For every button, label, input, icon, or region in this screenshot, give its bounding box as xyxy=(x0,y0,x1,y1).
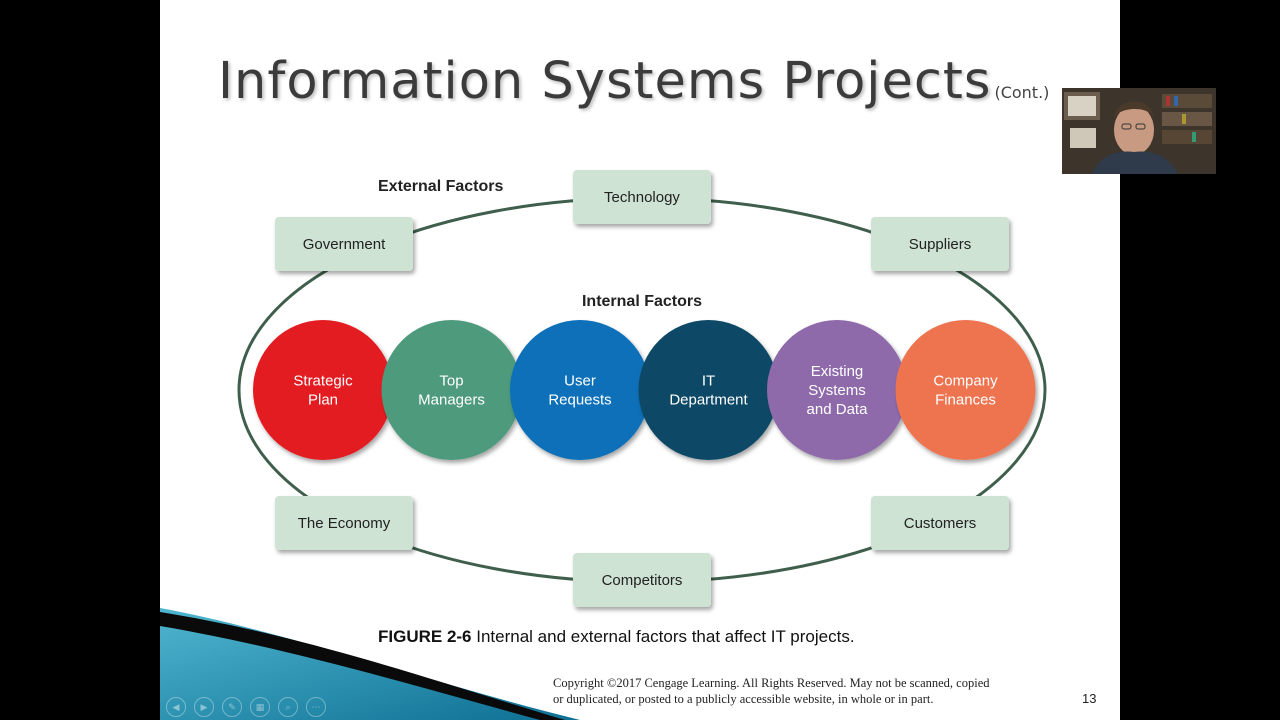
internal-factor-label: Department xyxy=(669,392,748,409)
internal-factor-circle xyxy=(638,320,779,460)
external-factor-label: The Economy xyxy=(298,515,391,532)
internal-factor-label: Company xyxy=(933,373,998,390)
internal-factor-label: Systems xyxy=(808,382,866,399)
internal-factor-label: User xyxy=(564,373,596,390)
external-factor-box xyxy=(573,170,711,224)
pen-icon[interactable]: ✎ xyxy=(222,697,242,717)
internal-factor-label: Top xyxy=(439,373,463,390)
external-factor-box xyxy=(871,217,1009,271)
prev-icon[interactable]: ◀ xyxy=(166,697,186,717)
external-factor-2: Suppliers xyxy=(871,217,1009,271)
external-factor-label: Competitors xyxy=(602,572,683,589)
external-factor-box xyxy=(871,496,1009,550)
internal-factor-label: Plan xyxy=(308,392,338,409)
figure-label: FIGURE 2-6 xyxy=(378,627,472,646)
slides-icon[interactable]: ▦ xyxy=(250,697,270,717)
external-factor-0: Technology xyxy=(573,170,711,224)
figure-caption-text: Internal and external factors that affec… xyxy=(471,627,855,646)
external-factor-label: Government xyxy=(303,236,386,253)
internal-factor-label: Strategic xyxy=(293,373,353,390)
next-icon[interactable]: ▶ xyxy=(194,697,214,717)
internal-factor-label: Managers xyxy=(418,392,485,409)
internal-factor-label: and Data xyxy=(807,401,869,418)
figure-caption: FIGURE 2-6 Internal and external factors… xyxy=(378,627,855,647)
slide-title-text: Information Systems Projects xyxy=(218,52,992,111)
internal-factor-3: IT Department xyxy=(638,320,779,460)
internal-factor-label: IT xyxy=(702,373,715,390)
internal-factor-circle xyxy=(895,320,1036,460)
presentation-controls: ◀ ▶ ✎ ▦ ⌕ ⋯ xyxy=(166,697,326,717)
copyright-line-2: or duplicated, or posted to a publicly a… xyxy=(553,692,934,706)
zoom-icon[interactable]: ⌕ xyxy=(278,697,298,717)
internal-factor-circle xyxy=(767,320,907,460)
internal-factor-label: Requests xyxy=(548,392,611,409)
external-factor-4: Customers xyxy=(871,496,1009,550)
factors-diagram: External Factors Internal Factors Strate… xyxy=(237,170,1047,607)
internal-factor-label: Finances xyxy=(935,392,996,409)
external-factor-box xyxy=(275,217,413,271)
external-factor-5: Competitors xyxy=(573,553,711,607)
external-factor-label: Technology xyxy=(604,189,680,206)
slide-title-suffix: (Cont.) xyxy=(994,83,1050,102)
more-icon[interactable]: ⋯ xyxy=(306,697,326,717)
external-factor-label: Customers xyxy=(904,515,977,532)
external-factor-label: Suppliers xyxy=(909,236,972,253)
internal-factor-circle xyxy=(510,320,650,460)
internal-factor-circle xyxy=(381,320,522,460)
copyright-notice: Copyright ©2017 Cengage Learning. All Ri… xyxy=(553,675,1033,707)
internal-factors-heading: Internal Factors xyxy=(582,293,702,310)
slide: Information Systems Projects(Cont.) Exte… xyxy=(160,0,1120,720)
external-factor-1: Government xyxy=(275,217,413,271)
internal-factor-label: Existing xyxy=(811,363,864,380)
decorative-swoosh xyxy=(160,608,580,720)
external-factor-3: The Economy xyxy=(275,496,413,550)
internal-factor-circle xyxy=(253,320,393,460)
external-factor-box xyxy=(573,553,711,607)
external-factors-heading: External Factors xyxy=(378,178,503,195)
copyright-line-1: Copyright ©2017 Cengage Learning. All Ri… xyxy=(553,676,990,690)
presenter-video xyxy=(1062,88,1216,174)
slide-title: Information Systems Projects(Cont.) xyxy=(218,52,1049,111)
webcam-overlay xyxy=(1062,88,1216,174)
page-number: 13 xyxy=(1082,691,1097,706)
external-factor-box xyxy=(275,496,413,550)
